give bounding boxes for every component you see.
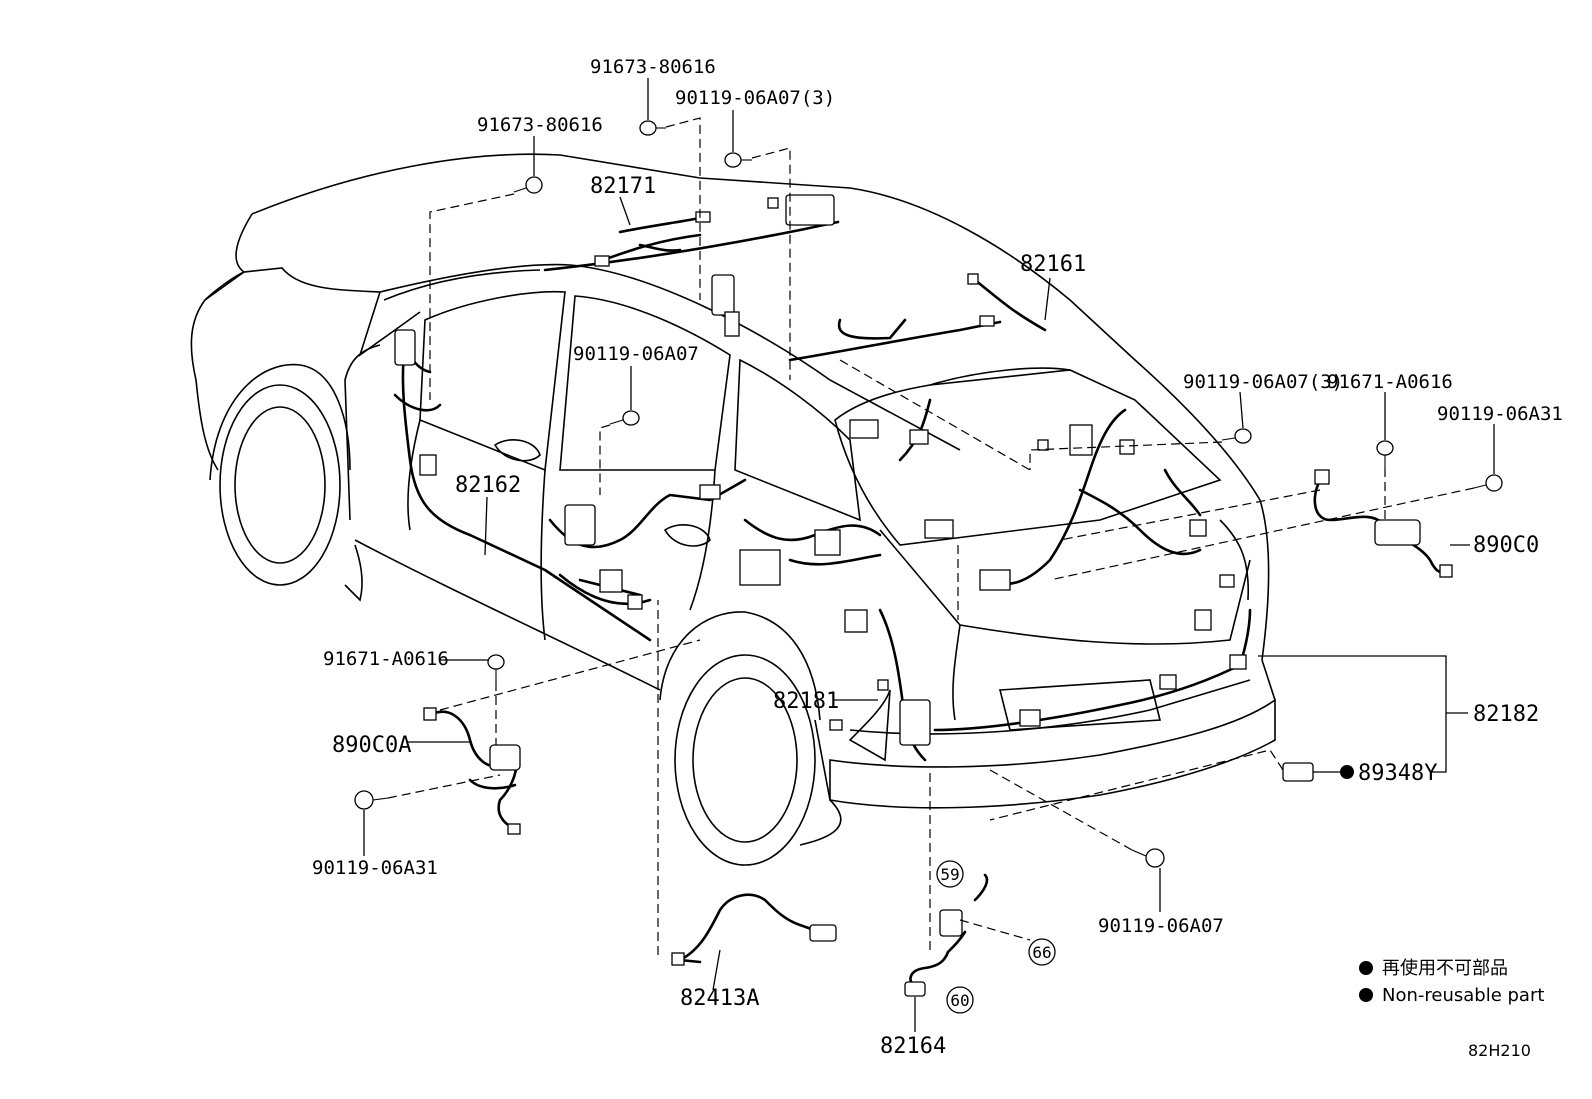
part-label: 91671-A0616 — [323, 648, 449, 670]
part-label: 890C0A — [332, 733, 411, 758]
svg-text:60: 60 — [950, 991, 969, 1010]
part-label: 90119-06A31 — [1437, 403, 1563, 425]
explode-lines — [387, 117, 1475, 955]
part-label: 91673-80616 — [477, 114, 603, 136]
bolt-icon — [487, 654, 505, 682]
reference-callouts: 59 66 60 — [936, 860, 1056, 1014]
part-label: 91671-A0616 — [1327, 371, 1453, 393]
part-label: 91673-80616 — [590, 56, 716, 78]
non-reusable-bullet-icon — [1359, 988, 1373, 1002]
bolt-icon — [354, 790, 389, 810]
bolt-icon — [639, 120, 666, 136]
legend-english: Non-reusable part — [1382, 985, 1544, 1006]
leader-lines — [363, 78, 1495, 1032]
part-label: 90119-06A07(3) — [1183, 371, 1343, 393]
part-label: 89348Y — [1358, 761, 1437, 786]
part-label: 82161 — [1020, 252, 1086, 277]
part-label: 82164 — [880, 1034, 946, 1059]
callout-circle-60: 60 — [946, 986, 974, 1014]
bolt-icon — [1473, 474, 1503, 492]
part-label: 82182 — [1473, 702, 1539, 727]
bolt-icon — [724, 152, 752, 168]
part-label: 890C0 — [1473, 533, 1539, 558]
callout-circle-66: 66 — [1028, 938, 1056, 966]
part-label: 82162 — [455, 473, 521, 498]
part-labels: 91673-80616 90119-06A07(3) 91673-80616 8… — [312, 56, 1563, 1059]
bolt-icon — [513, 176, 543, 194]
bolt-icon — [609, 410, 640, 426]
connectors — [394, 194, 1453, 997]
non-reusable-marker-icon — [1340, 765, 1354, 779]
bolt-icon — [1131, 848, 1165, 868]
part-label: 90119-06A07 — [573, 343, 699, 365]
callout-circle-59: 59 — [936, 860, 964, 888]
part-label: 90119-06A31 — [312, 857, 438, 879]
non-reusable-bullet-icon — [1359, 961, 1373, 975]
svg-text:59: 59 — [940, 865, 959, 884]
legend: 再使用不可部品 Non-reusable part — [1359, 958, 1544, 1006]
part-label: 90119-06A07(3) — [675, 87, 835, 109]
legend-japanese: 再使用不可部品 — [1382, 958, 1508, 979]
car-body-outline — [190, 153, 1276, 866]
fasteners — [354, 120, 1503, 868]
part-label: 82413A — [680, 986, 759, 1011]
diagram-code: 82H210 — [1468, 1041, 1531, 1060]
part-label: 82171 — [590, 174, 656, 199]
part-label: 90119-06A07 — [1098, 915, 1224, 937]
bolt-icon — [1376, 440, 1394, 468]
wire-harness-bundle — [393, 216, 1447, 992]
svg-text:66: 66 — [1032, 943, 1051, 962]
part-label: 82181 — [773, 689, 839, 714]
bolt-icon — [1221, 428, 1252, 444]
